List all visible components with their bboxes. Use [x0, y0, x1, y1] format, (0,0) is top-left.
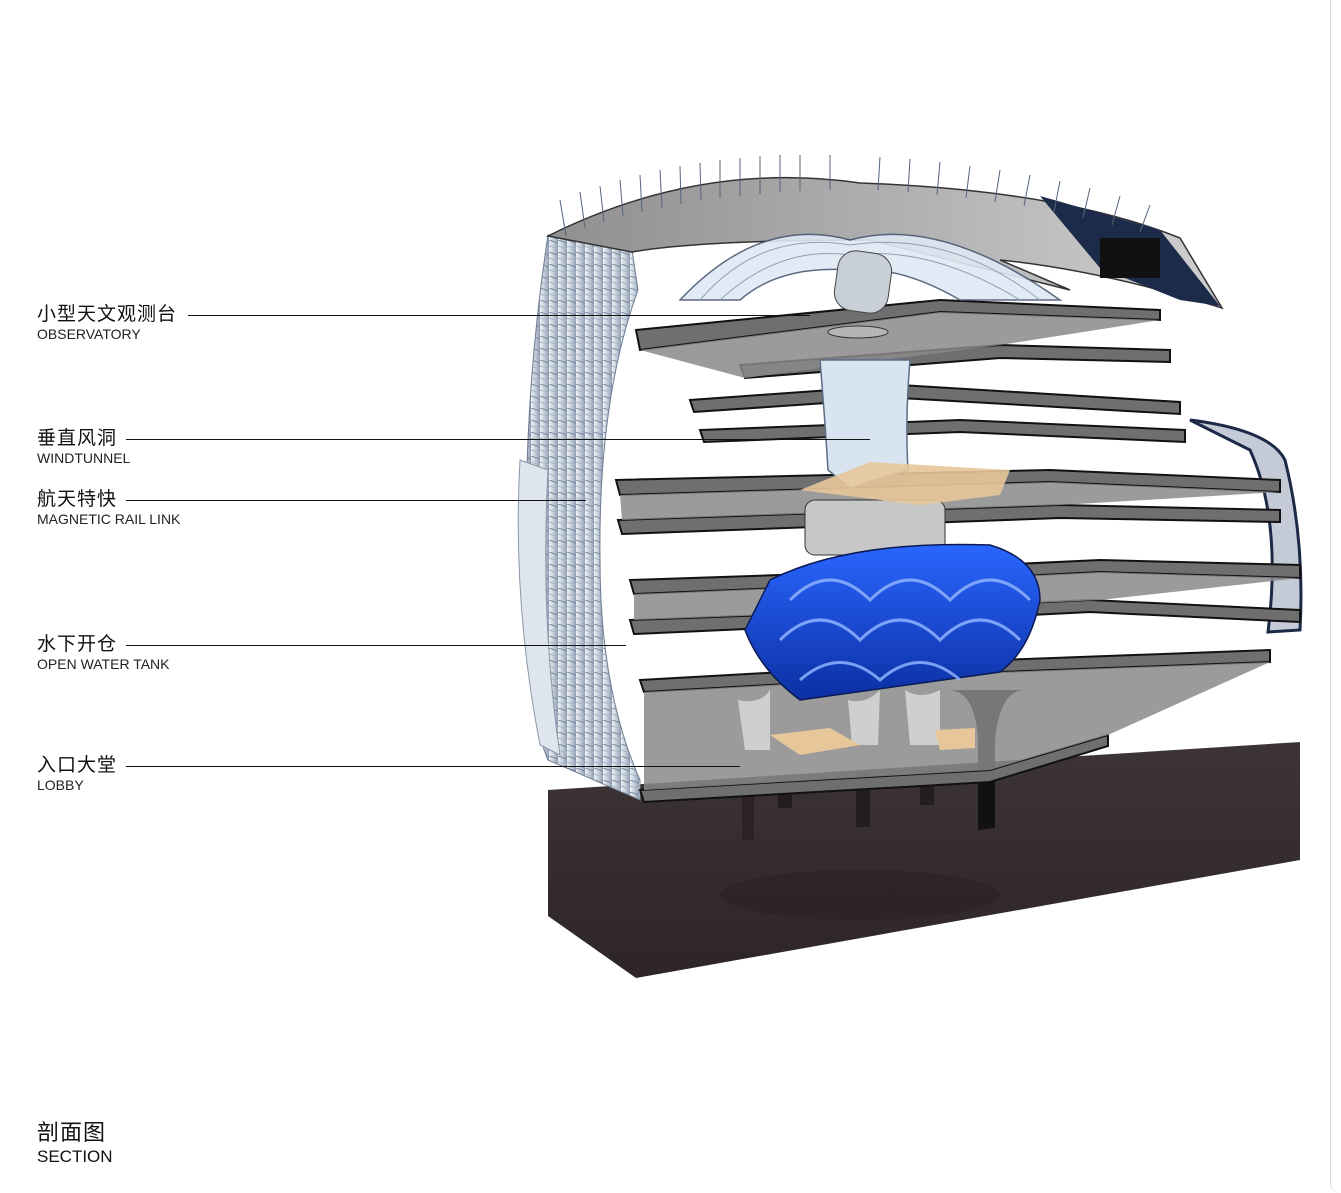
lobby-accent — [770, 728, 860, 755]
telescope-base — [827, 325, 889, 339]
label-magnetic-rail-link: 航天特快 MAGNETIC RAIL LINK — [37, 489, 180, 528]
facade-fin-strip — [517, 459, 561, 756]
label-cn: 小型天文观测台 — [37, 304, 178, 325]
accent-floor — [800, 462, 1010, 505]
ground-shadow — [720, 870, 1000, 920]
caption-en: SECTION — [37, 1147, 113, 1166]
label-en: WINDTUNNEL — [37, 450, 131, 466]
tank-lattice — [778, 578, 1032, 682]
label-open-water-tank: 水下开仓 OPEN WATER TANK — [37, 634, 170, 673]
label-cn: 入口大堂 — [37, 755, 118, 776]
label-en: MAGNETIC RAIL LINK — [37, 511, 181, 527]
lobby-column — [905, 690, 940, 745]
caption-cn: 剖面图 — [37, 1120, 107, 1145]
slab-windtunnel — [698, 418, 1186, 444]
lobby-column — [848, 690, 880, 745]
label-cn: 航天特快 — [37, 489, 118, 510]
east-shell — [1189, 418, 1303, 634]
telescope — [833, 250, 893, 314]
leader-line — [126, 500, 586, 501]
label-cn: 垂直风洞 — [37, 428, 118, 449]
label-cn: 水下开仓 — [37, 634, 118, 655]
leader-line — [188, 315, 810, 316]
leader-line — [126, 645, 626, 646]
roof-box — [1100, 238, 1160, 278]
label-observatory: 小型天文观测台 OBSERVATORY — [37, 304, 177, 343]
label-lobby: 入口大堂 LOBBY — [37, 755, 117, 794]
label-en: OPEN WATER TANK — [37, 656, 170, 672]
section-caption: 剖面图 SECTION — [37, 1120, 113, 1168]
ground-block — [548, 742, 1300, 978]
label-en: LOBBY — [37, 777, 84, 793]
label-en: OBSERVATORY — [37, 326, 141, 342]
roof-fins — [559, 155, 1151, 237]
lobby-accent — [935, 728, 975, 750]
facade-shell — [525, 234, 641, 801]
leader-line — [126, 439, 870, 440]
lobby-column — [738, 690, 770, 750]
label-windtunnel: 垂直风洞 WINDTUNNEL — [37, 428, 130, 467]
leader-line — [126, 766, 740, 767]
slab-upper-2 — [688, 383, 1181, 416]
pile — [742, 790, 754, 840]
page-edge — [1330, 0, 1341, 1193]
